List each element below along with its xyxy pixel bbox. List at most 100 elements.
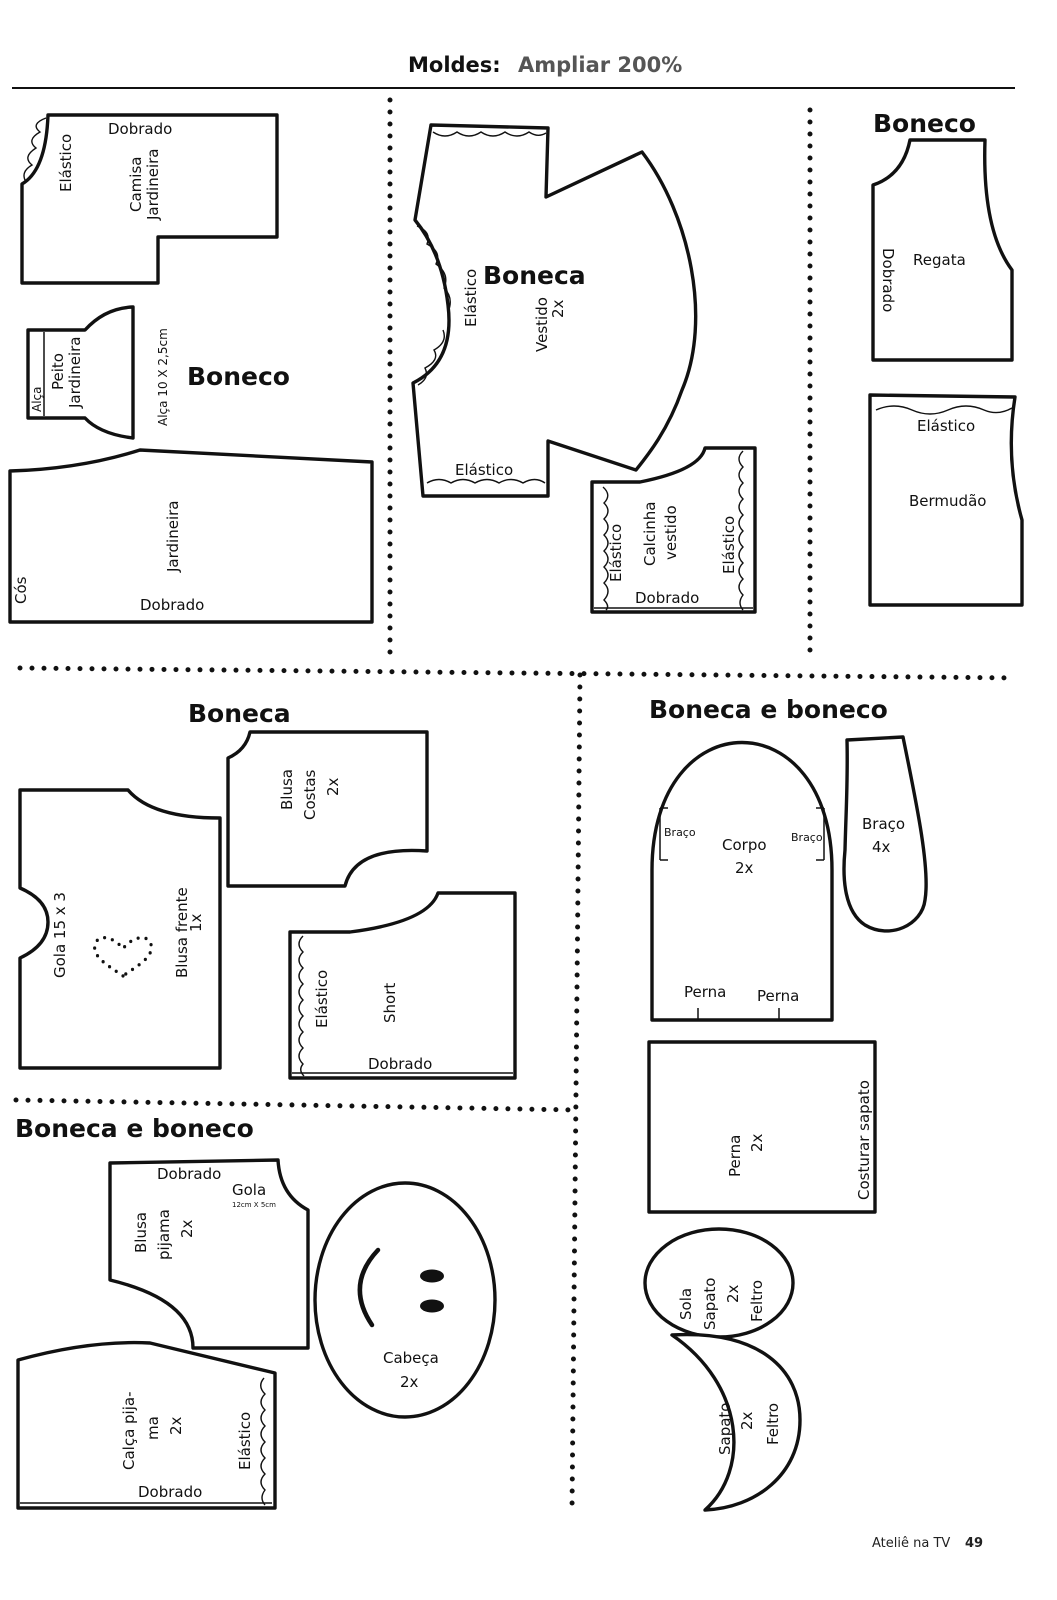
sola-qty-label: 2x	[724, 1284, 742, 1303]
vestido-qty-label: 2x	[549, 299, 567, 318]
frente-qty-label: 1x	[187, 913, 205, 932]
calcinha-name2-label: vestido	[662, 505, 680, 560]
corpo-braco-right-label: Braço	[791, 831, 823, 844]
piece-perna: Perna 2x Costurar sapato	[647, 1040, 877, 1214]
separator-v3	[569, 672, 583, 1513]
separator-h1	[17, 665, 1018, 681]
camisa-name-label: Camisa	[127, 157, 145, 212]
eye-dot-bottom	[420, 1299, 444, 1313]
calca-dobrado-label: Dobrado	[138, 1483, 202, 1501]
costas-qty-label-2: 2x	[324, 777, 342, 796]
camisa-elastico-label: Elástico	[57, 134, 75, 192]
peito-name-label: Peito	[49, 353, 67, 390]
camisa-dobrado-label: Dobrado	[108, 120, 172, 138]
pijama-name-label: Blusa	[132, 1212, 150, 1253]
corpo-name-label: Corpo	[722, 836, 767, 854]
corpo-perna-right-label: Perna	[757, 987, 799, 1005]
piece-braco: Braço 4x	[842, 735, 928, 933]
pijama-name2-label: pijama	[155, 1209, 173, 1260]
frente-gola-label: Gola 15 x 3	[51, 892, 69, 978]
piece-regata: Dobrado Regata	[871, 138, 1014, 362]
bermudao-elastico-label: Elástico	[917, 417, 975, 435]
header-title: Moldes:	[408, 53, 501, 77]
piece-blusa-pijama: Dobrado Gola 12cm X 5cm Blusa pijama 2x	[108, 1158, 310, 1350]
corpo-braco-left-label: Braço	[664, 826, 696, 839]
pijama-qty-label: 2x	[178, 1219, 196, 1238]
short-name-label: Short	[381, 983, 399, 1023]
piece-blusa-frente: Gola 15 x 3 Blusa frente 1x	[18, 788, 222, 1070]
short-elastico-label: Elástico	[313, 970, 331, 1028]
calca-qty-label: 2x	[167, 1416, 185, 1435]
section-title-boneco-1: Boneco	[187, 362, 290, 391]
vestido-elastico-label: Elástico	[462, 269, 480, 327]
costas-qty-label: Costas	[301, 769, 319, 820]
piece-calca-pijama: Calça pija- ma 2x Elástico Dobrado	[16, 1340, 277, 1510]
piece-sapato: Sapato 2x Feltro	[670, 1332, 802, 1512]
peito-alca-label: Alça	[30, 387, 44, 413]
heart-mark	[93, 936, 153, 978]
piece-camisa-jardineira: Dobrado Elástico Camisa Jardineira	[20, 113, 279, 285]
calcinha-elastico-left-label: Elástico	[607, 524, 625, 582]
section-title-boneca-2: Boneca	[188, 699, 291, 728]
piece-blusa-costas: Blusa Costas 2x	[226, 730, 429, 888]
pijama-dobrado-label: Dobrado	[157, 1165, 221, 1183]
footer-magazine: Ateliê na TV	[872, 1536, 950, 1551]
piece-vestido: Elástico Vestido 2x Elástico	[411, 123, 698, 498]
section-title-boneca-boneco-1: Boneca e boneco	[649, 695, 888, 724]
calcinha-elastico-right-label: Elástico	[720, 516, 738, 574]
separator-h2	[13, 1097, 578, 1113]
perna-costurar-label: Costurar sapato	[855, 1080, 873, 1200]
sola-name-label: Sola	[677, 1288, 695, 1320]
short-dobrado-label: Dobrado	[368, 1055, 432, 1073]
bermudao-name-label: Bermudão	[909, 492, 986, 510]
corpo-perna-left-label: Perna	[684, 983, 726, 1001]
alca-size-label: Alça 10 X 2,5cm	[156, 328, 170, 426]
sola-feltro-label: Feltro	[748, 1280, 766, 1322]
section-title-boneca-1: Boneca	[483, 261, 586, 290]
sapato-qty-label: 2x	[738, 1411, 756, 1430]
corpo-qty-label: 2x	[735, 859, 754, 877]
braco-name-label: Braço	[862, 815, 905, 833]
eye-dot-top	[420, 1269, 444, 1283]
frente-name-label: Blusa frente	[173, 887, 191, 978]
sola-name2-label: Sapato	[701, 1278, 719, 1331]
perna-qty-label: 2x	[748, 1133, 766, 1152]
calca-elastico-label: Elástico	[236, 1412, 254, 1470]
costas-name-label: Blusa	[278, 769, 296, 810]
peito-name2-label: Jardineira	[66, 337, 84, 409]
jardineira-cos-label: Cós	[12, 576, 30, 604]
cabeca-qty-label: 2x	[400, 1373, 419, 1391]
jardineira-name-label: Jardineira	[164, 501, 182, 573]
piece-short: Elástico Short Dobrado	[288, 891, 517, 1080]
regata-dobrado-label: Dobrado	[879, 248, 897, 312]
footer-page-number: 49	[965, 1536, 983, 1551]
piece-corpo: Braço Braço Corpo 2x Perna Perna	[650, 741, 834, 1022]
pijama-gola-label: Gola	[232, 1181, 266, 1199]
perna-name-label: Perna	[726, 1135, 744, 1177]
cabeca-name-label: Cabeça	[383, 1349, 439, 1367]
piece-calcinha-vestido: Elástico Calcinha vestido Elástico Dobra…	[590, 446, 757, 614]
vestido-elastico-bottom-label: Elástico	[455, 461, 513, 479]
calca-name2-label: ma	[144, 1416, 162, 1440]
jardineira-dobrado-label: Dobrado	[140, 596, 204, 614]
calcinha-name-label: Calcinha	[641, 502, 659, 566]
piece-sola-sapato: Sola Sapato 2x Feltro	[643, 1227, 795, 1339]
section-title-boneco-2: Boneco	[873, 109, 976, 138]
piece-cabeca: Cabeça 2x	[313, 1181, 497, 1419]
pijama-gola-size-label: 12cm X 5cm	[232, 1201, 276, 1209]
sapato-name-label: Sapato	[716, 1403, 734, 1456]
section-title-boneca-boneco-2: Boneca e boneco	[15, 1114, 254, 1143]
piece-jardineira: Cós Jardineira Dobrado	[8, 448, 374, 624]
mouth-mark	[357, 1247, 381, 1328]
regata-name-label: Regata	[913, 251, 966, 269]
sapato-feltro-label: Feltro	[764, 1403, 782, 1445]
header-subtitle: Ampliar 200%	[518, 53, 682, 77]
piece-bermudao: Elástico Bermudão	[868, 393, 1024, 607]
piece-peito-jardineira: Alça Peito Jardineira	[26, 305, 135, 440]
vestido-name-label: Vestido	[533, 297, 551, 352]
calcinha-dobrado-label: Dobrado	[635, 589, 699, 607]
braco-qty-label: 4x	[872, 838, 891, 856]
calca-name-label: Calça pija-	[120, 1391, 138, 1470]
camisa-name2-label: Jardineira	[144, 149, 162, 221]
